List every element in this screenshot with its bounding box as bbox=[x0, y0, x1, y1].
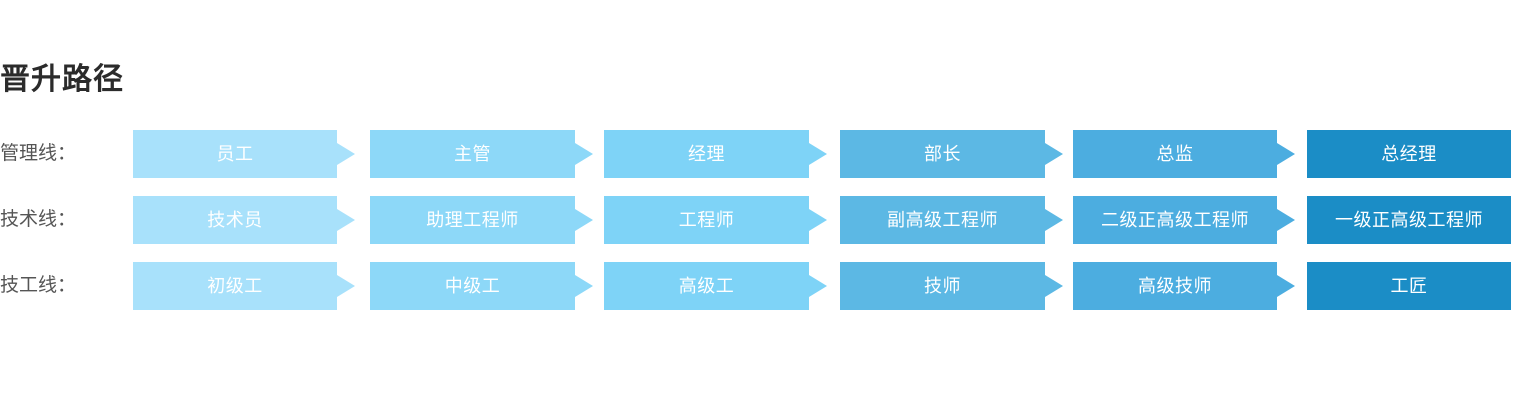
step-label: 初级工 bbox=[207, 276, 263, 296]
step-box: 总经理 bbox=[1307, 130, 1511, 178]
step-label: 总监 bbox=[1156, 144, 1194, 164]
step-arrow-icon bbox=[1045, 209, 1063, 231]
step-arrow-icon bbox=[575, 143, 593, 165]
step-arrow-icon bbox=[337, 143, 355, 165]
step-management-line-4[interactable]: 部长 bbox=[840, 130, 1063, 178]
step-box: 总监 bbox=[1073, 130, 1277, 178]
step-label: 一级正高级工程师 bbox=[1335, 210, 1483, 230]
step-management-line-2[interactable]: 主管 bbox=[370, 130, 593, 178]
step-label: 中级工 bbox=[444, 276, 501, 296]
step-label: 技术员 bbox=[207, 210, 263, 230]
step-arrow-icon bbox=[809, 209, 827, 231]
step-management-line-6[interactable]: 总经理 bbox=[1307, 130, 1511, 178]
step-skilled-worker-line-2[interactable]: 中级工 bbox=[370, 262, 593, 310]
step-box: 主管 bbox=[370, 130, 575, 178]
step-label: 高级技师 bbox=[1138, 276, 1212, 296]
step-box: 工程师 bbox=[604, 196, 809, 244]
page-title: 晋升路径 bbox=[0, 63, 124, 96]
step-box: 副高级工程师 bbox=[840, 196, 1045, 244]
step-box: 中级工 bbox=[370, 262, 575, 310]
step-label: 助理工程师 bbox=[426, 210, 519, 230]
step-label: 员工 bbox=[216, 144, 254, 164]
step-box: 高级工 bbox=[604, 262, 809, 310]
step-box: 一级正高级工程师 bbox=[1307, 196, 1511, 244]
step-label: 技师 bbox=[924, 276, 961, 296]
step-arrow-icon bbox=[337, 275, 355, 297]
step-box: 技术员 bbox=[133, 196, 337, 244]
step-arrow-icon bbox=[1277, 275, 1295, 297]
step-technical-line-6[interactable]: 一级正高级工程师 bbox=[1307, 196, 1511, 244]
step-technical-line-2[interactable]: 助理工程师 bbox=[370, 196, 593, 244]
step-arrow-icon bbox=[575, 209, 593, 231]
step-arrow-icon bbox=[809, 143, 827, 165]
track-row-management-line: 管理线： 员工 主管 经理 部长 总监 总经理 bbox=[0, 130, 1525, 178]
step-box: 助理工程师 bbox=[370, 196, 575, 244]
step-skilled-worker-line-5[interactable]: 高级技师 bbox=[1073, 262, 1295, 310]
track-row-skilled-worker-line: 技工线： 初级工 中级工 高级工 技师 高级技师 工匠 bbox=[0, 262, 1525, 310]
step-arrow-icon bbox=[1277, 143, 1295, 165]
step-label: 部长 bbox=[924, 144, 961, 164]
step-arrow-icon bbox=[575, 275, 593, 297]
step-skilled-worker-line-6[interactable]: 工匠 bbox=[1307, 262, 1511, 310]
step-arrow-icon bbox=[337, 209, 355, 231]
step-box: 经理 bbox=[604, 130, 809, 178]
step-label: 工程师 bbox=[678, 210, 735, 230]
step-box: 初级工 bbox=[133, 262, 337, 310]
track-label-management-line: 管理线： bbox=[0, 143, 77, 164]
step-technical-line-3[interactable]: 工程师 bbox=[604, 196, 827, 244]
step-arrow-icon bbox=[1045, 275, 1063, 297]
track-row-technical-line: 技术线： 技术员 助理工程师 工程师 副高级工程师 二级正高级工程师 一级正高级工程师 bbox=[0, 196, 1525, 244]
step-arrow-icon bbox=[1045, 143, 1063, 165]
step-arrow-icon bbox=[1277, 209, 1295, 231]
step-label: 二级正高级工程师 bbox=[1101, 210, 1249, 230]
step-label: 经理 bbox=[688, 144, 725, 164]
step-box: 员工 bbox=[133, 130, 337, 178]
step-technical-line-5[interactable]: 二级正高级工程师 bbox=[1073, 196, 1295, 244]
track-label-technical-line: 技术线： bbox=[0, 209, 77, 230]
step-skilled-worker-line-3[interactable]: 高级工 bbox=[604, 262, 827, 310]
step-management-line-3[interactable]: 经理 bbox=[604, 130, 827, 178]
step-management-line-1[interactable]: 员工 bbox=[133, 130, 355, 178]
step-arrow-icon bbox=[809, 275, 827, 297]
step-box: 工匠 bbox=[1307, 262, 1511, 310]
step-label: 总经理 bbox=[1381, 144, 1437, 164]
step-label: 高级工 bbox=[678, 276, 735, 296]
step-technical-line-4[interactable]: 副高级工程师 bbox=[840, 196, 1063, 244]
step-label: 工匠 bbox=[1390, 276, 1428, 296]
step-box: 二级正高级工程师 bbox=[1073, 196, 1277, 244]
step-technical-line-1[interactable]: 技术员 bbox=[133, 196, 355, 244]
track-label-skilled-worker-line: 技工线： bbox=[0, 275, 77, 296]
step-box: 高级技师 bbox=[1073, 262, 1277, 310]
step-skilled-worker-line-1[interactable]: 初级工 bbox=[133, 262, 355, 310]
step-label: 副高级工程师 bbox=[887, 210, 998, 230]
step-management-line-5[interactable]: 总监 bbox=[1073, 130, 1295, 178]
step-skilled-worker-line-4[interactable]: 技师 bbox=[840, 262, 1063, 310]
step-label: 主管 bbox=[454, 144, 491, 164]
step-box: 技师 bbox=[840, 262, 1045, 310]
step-box: 部长 bbox=[840, 130, 1045, 178]
